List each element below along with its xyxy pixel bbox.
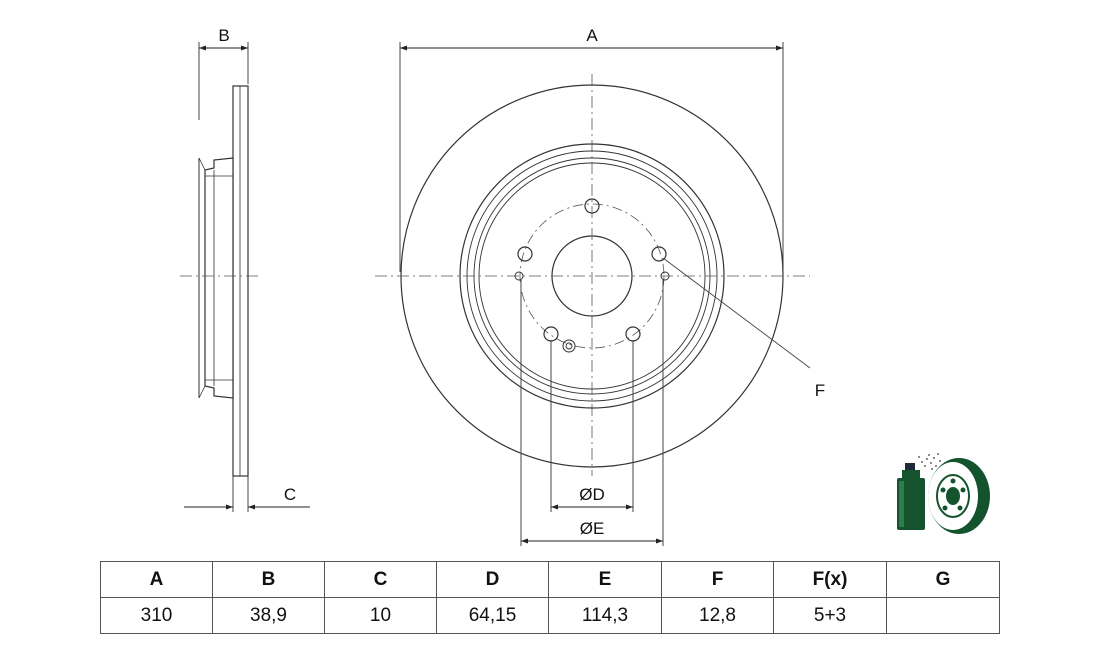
value-b: 38,9 bbox=[212, 597, 325, 634]
value-d: 64,15 bbox=[436, 597, 549, 634]
header-b: B bbox=[212, 561, 325, 598]
value-a: 310 bbox=[100, 597, 213, 634]
value-fx: 5+3 bbox=[773, 597, 887, 634]
header-e: E bbox=[548, 561, 662, 598]
label-a: A bbox=[586, 26, 598, 45]
label-d: ØD bbox=[579, 485, 605, 504]
label-c: C bbox=[284, 485, 296, 504]
header-a: A bbox=[100, 561, 213, 598]
value-f: 12,8 bbox=[661, 597, 774, 634]
header-g: G bbox=[886, 561, 1000, 598]
header-f: F bbox=[661, 561, 774, 598]
disc-side-view bbox=[180, 42, 310, 512]
disc-front-view bbox=[375, 42, 811, 546]
table-header-row: A B C D E F F(x) G bbox=[100, 561, 1000, 598]
table-value-row: 310 38,9 10 64,15 114,3 12,8 5+3 bbox=[100, 597, 1000, 634]
label-e: ØE bbox=[580, 519, 605, 538]
value-c: 10 bbox=[324, 597, 437, 634]
label-b: B bbox=[218, 26, 229, 45]
dimension-table: A B C D E F F(x) G 310 38,9 10 64,15 114… bbox=[100, 561, 1000, 634]
protective-coating-spray-disc-icon bbox=[897, 453, 990, 534]
value-e: 114,3 bbox=[548, 597, 662, 634]
brake-disc-technical-drawing: B C bbox=[180, 26, 990, 546]
header-c: C bbox=[324, 561, 437, 598]
label-f: F bbox=[815, 381, 825, 400]
value-g bbox=[886, 597, 1000, 634]
header-fx: F(x) bbox=[773, 561, 887, 598]
header-d: D bbox=[436, 561, 549, 598]
